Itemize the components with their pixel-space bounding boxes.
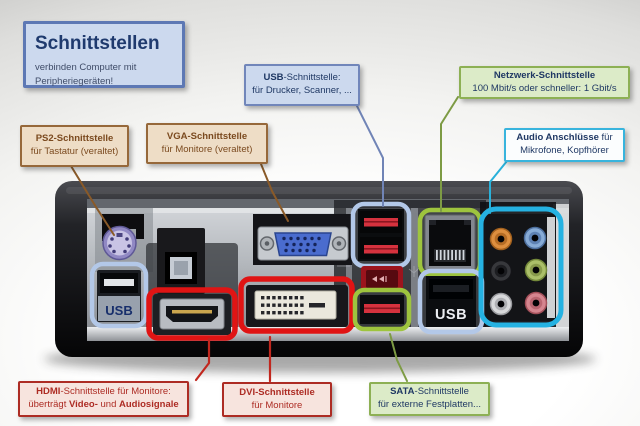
optical-audio-port: [157, 228, 205, 294]
usb-port-right: USB: [426, 276, 476, 327]
usb-label-rest: -Schnittstelle:: [283, 72, 341, 84]
vga-label-line2: für Monitore (veraltet): [161, 143, 253, 155]
vga-label-line1: VGA-Schnittstelle: [166, 130, 248, 142]
usb-right-port-text: USB: [435, 307, 467, 323]
usb-port-left: USB: [97, 270, 141, 322]
ps2-port: [102, 214, 144, 261]
hdmi-label-line2: überträgt Video- und Audiosignale: [22, 399, 185, 412]
esata-highlight-ring: [352, 287, 412, 332]
hdmi-callout-line: [194, 337, 211, 382]
audio-jack-pink: [524, 291, 548, 315]
sata-label-box: SATA-Schnittstelle für externe Festplatt…: [369, 382, 490, 416]
audio-jacks: [486, 214, 556, 321]
ethernet-port: [424, 214, 476, 271]
audio-callout-line: [489, 160, 508, 214]
hdmi-label-line1: HDMI-Schnittstelle für Monitore:: [22, 386, 185, 399]
usb-left-highlight-ring: [89, 261, 149, 329]
hdmi-l2-c: und: [97, 399, 119, 410]
usb-label-box: USB-Schnittstelle: für Drucker, Scanner,…: [244, 64, 360, 106]
dvi-port: [246, 285, 348, 327]
audio-highlight-ring: [478, 206, 564, 328]
usb-label-bold: USB: [263, 72, 284, 84]
hdmi-label-bold: HDMI: [36, 386, 61, 398]
dvi-pins: [261, 296, 325, 315]
hdmi-label-box: HDMI-Schnittstelle für Monitore: überträ…: [18, 381, 189, 417]
audio-jack-green: [524, 258, 548, 282]
callout-lines: [70, 96, 508, 383]
audio-label-line2: Mikrofone, Kopfhörer: [520, 145, 609, 156]
dvi-label-line2: für Monitore: [251, 399, 303, 411]
hdmi-port: [153, 294, 231, 335]
audio-label-box: Audio Anschlüsse für Mikrofone, Kopfhöre…: [504, 128, 625, 162]
firewire-port: [361, 266, 403, 292]
audio-jack-orange: [489, 227, 513, 251]
vga-label-box: VGA-Schnittstelle für Monitore (veraltet…: [146, 123, 268, 164]
audio-jack-blue: [523, 226, 547, 250]
network-label-box: Netzwerk-Schnittstelle 100 Mbit/s oder s…: [459, 66, 630, 99]
ps2-label-line2: für Tastatur (veraltet): [30, 146, 119, 157]
hdmi-highlight-ring: [146, 287, 238, 341]
usb-label-line1: USB-Schnittstelle:: [248, 72, 356, 85]
usb-callout-line: [355, 103, 384, 207]
audio-jack-white: [489, 292, 513, 316]
usb-left-port-text: USB: [105, 303, 132, 318]
page-subtitle-line2: Peripheriegeräten!: [35, 75, 114, 87]
page-title: Schnittstellen: [35, 33, 160, 54]
usb-label-line2: für Drucker, Scanner, ...: [252, 85, 352, 96]
ps2-callout-line: [70, 165, 115, 236]
sata-label-line2: für externe Festplatten...: [378, 399, 481, 410]
sata-label-line1: SATA-Schnittstelle: [373, 386, 486, 399]
dvi-label-box: DVI-Schnittstelle für Monitore: [222, 382, 332, 417]
network-callout-line: [440, 96, 459, 212]
ethernet-contacts: [436, 250, 465, 260]
network-label-line1: Netzwerk-Schnittstelle: [493, 69, 596, 81]
esata-port: [360, 295, 404, 324]
sata-label-rest: -Schnittstelle: [414, 386, 469, 398]
title-box: Schnittstellen verbinden Computer mit Pe…: [23, 21, 185, 88]
hdmi-l2-b: Video-: [69, 399, 98, 410]
vga-pins: [282, 236, 321, 253]
hdmi-l2-a: überträgt: [28, 399, 69, 410]
vga-port: [253, 214, 352, 265]
network-label-line2: 100 Mbit/s oder schneller: 1 Gbit/s: [472, 82, 617, 94]
audio-label-bold: Audio Anschlüsse: [516, 132, 599, 144]
page-subtitle-line1: verbinden Computer mit: [35, 62, 137, 74]
audio-label-line1: Audio Anschlüsse für: [508, 132, 621, 145]
audio-jack-black: [489, 259, 513, 283]
usb-ports-red: [358, 209, 404, 261]
vga-callout-line: [260, 163, 289, 222]
dvi-label-line1: DVI-Schnittstelle: [239, 386, 315, 398]
dvi-highlight-ring: [238, 276, 355, 334]
ps2-label-box: PS2-Schnittstelle für Tastatur (veraltet…: [20, 125, 129, 167]
hdmi-label-rest: -Schnittstelle für Monitore:: [60, 386, 171, 398]
sata-label-bold: SATA: [390, 386, 415, 398]
sata-callout-line: [389, 333, 408, 382]
ps2-label-line1: PS2-Schnittstelle: [35, 133, 114, 145]
hdmi-l2-d: Audiosignale: [119, 399, 179, 410]
audio-label-rest: für: [598, 132, 613, 144]
